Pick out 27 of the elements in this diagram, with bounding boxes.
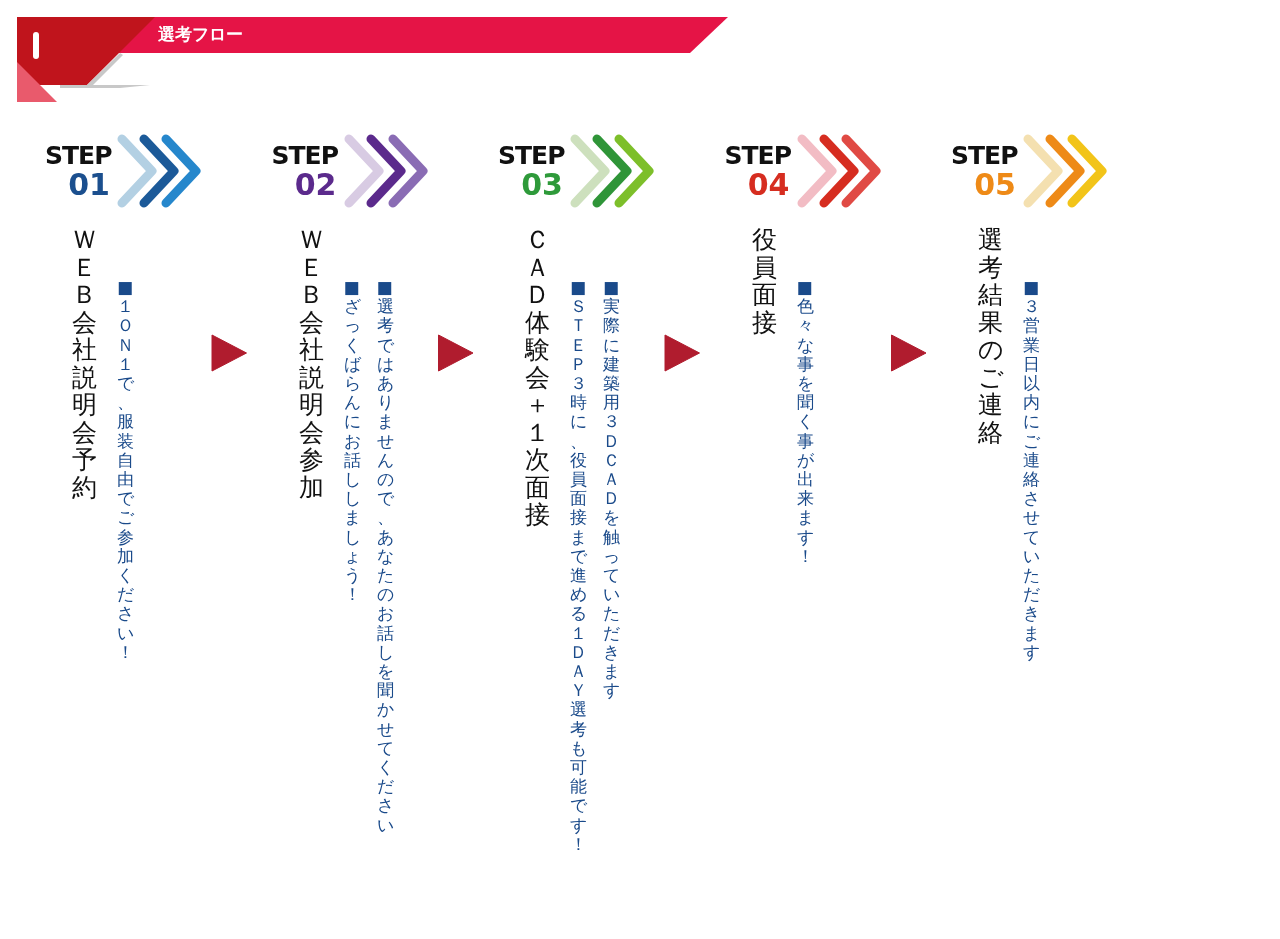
step-label: STEP [498,142,565,170]
step-title: ＷＥＢ会社説明会参加 [298,226,324,501]
step-label: STEP [951,142,1018,170]
arrow [211,334,247,372]
arrow [891,334,927,372]
bullet-note: ■ＳＴＥＰ３時に、役員面接まで進める１ＤＡＹ選考も可能です！ [570,278,587,855]
step-number: 03 [521,168,563,202]
step-number: 04 [747,168,790,202]
step-title: ＣＡＤ体験会＋１次面接 [525,226,550,529]
arrow [438,334,474,372]
step-number: 05 [974,168,1016,202]
bullet-note: ■ざっくばらんにお話ししましょう！ [343,278,361,605]
arrow [664,334,700,372]
header-title: 選考フロー [158,24,243,44]
bullet-note: ■１ＯＮ１で、服装自由でご参加ください！ [117,278,134,663]
bullet-note: ■色々な事を聞く事が出来ます！ [796,278,814,567]
step-label: STEP [271,142,338,170]
step-title: 役員面接 [751,226,777,336]
bullet-note: ■３営業日以内にご連絡させていただきます [1023,278,1040,663]
step-title: 選考結果のご連絡 [978,226,1003,446]
step-number: 02 [294,168,337,202]
step-label: STEP [45,142,112,170]
step-number: 01 [68,168,110,202]
step-title: ＷＥＢ会社説明会予約 [72,226,97,501]
step-label: STEP [724,142,791,170]
bullet-note: ■実際に建築用３ＤＣＡＤを触っていただきます [603,278,620,701]
bullet-note: ■選考ではありませんので、あなたのお話しを聞かせてください [376,278,394,835]
